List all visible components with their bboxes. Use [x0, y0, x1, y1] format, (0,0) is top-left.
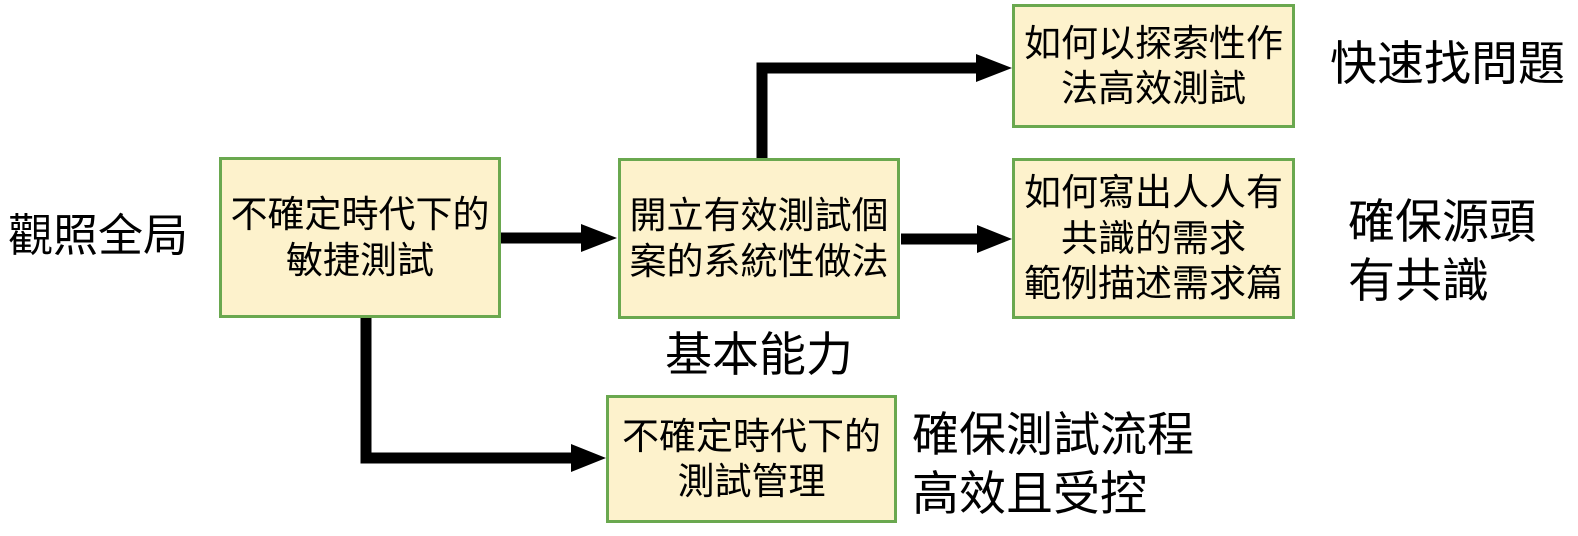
node-agile-testing: 不確定時代下的 敏捷測試 — [219, 157, 501, 318]
label-source-consensus: 確保源頭 有共識 — [1348, 195, 1536, 307]
node-requirements-consensus: 如何寫出人人有 共識的需求 範例描述需求篇 — [1012, 158, 1295, 319]
label-overview: 觀照全局 — [8, 210, 189, 261]
label-process-controlled: 確保測試流程 高效且受控 — [912, 408, 1194, 520]
label-basic-ability: 基本能力 — [665, 328, 853, 381]
arrow-systematic-to-exploratory — [756, 54, 1012, 160]
node-systematic-test-cases: 開立有效測試個 案的系統性做法 — [618, 158, 900, 319]
arrow-agile-to-systematic — [501, 224, 617, 252]
arrow-agile-to-testmgmt — [360, 318, 606, 472]
node-exploratory-testing: 如何以探索性作 法高效測試 — [1012, 4, 1295, 128]
label-find-problems-fast: 快速找問題 — [1330, 37, 1565, 90]
arrow-systematic-to-requirements — [901, 225, 1012, 253]
node-test-management: 不確定時代下的 測試管理 — [606, 395, 897, 523]
